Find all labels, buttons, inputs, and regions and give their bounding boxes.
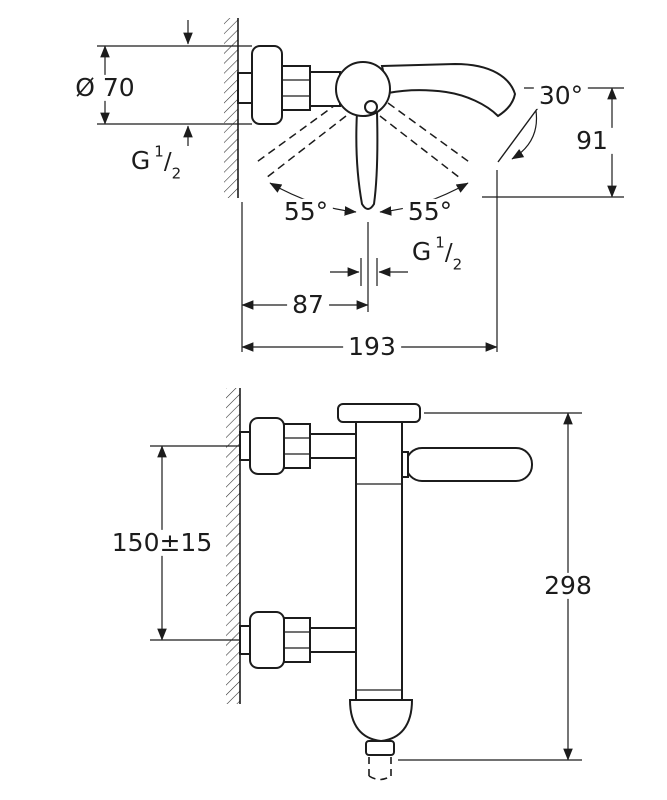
spout [380, 62, 517, 118]
swing-right-outer [387, 102, 473, 165]
swing-left-outer [253, 102, 339, 165]
upper-inlet-pipe [309, 433, 359, 459]
dim-wall-to-handle: 87 [287, 291, 329, 319]
top-cap [337, 403, 421, 423]
dim-spout-swing: 30° [533, 82, 589, 110]
upper-escutcheon [249, 417, 285, 475]
body-front [355, 419, 403, 701]
dim-total-projection: 193 [343, 333, 401, 361]
dim-diameter: Ø 70 [70, 74, 140, 102]
thread-wall-denominator: 2 [171, 164, 182, 183]
spout-tilt-arc [511, 110, 538, 160]
lower-union [239, 625, 251, 655]
hose-nipple [365, 740, 395, 756]
wall-hatching-top [224, 18, 238, 198]
thread-outlet-numerator: 1 [435, 233, 445, 252]
connection-nut [281, 65, 311, 111]
thread-outlet-separator: / [444, 239, 453, 266]
dim-connection-spacing: 150±15 [106, 529, 218, 557]
thread-wall-separator: / [163, 148, 172, 175]
dim-overall-height: 298 [539, 572, 597, 600]
cartridge-detail [364, 100, 378, 114]
faucet-front-view [239, 403, 533, 781]
lower-inlet-pipe [309, 627, 359, 653]
swing-right-inner [379, 115, 461, 179]
swing-left-inner [265, 115, 347, 179]
thread-outlet-denominator: 2 [452, 255, 463, 274]
wall-hatching-front [226, 388, 240, 704]
wall-union [237, 72, 253, 104]
spout-swing-indicator [497, 100, 544, 163]
mixer-body [335, 61, 391, 117]
lower-nut [283, 617, 311, 663]
escutcheon [251, 45, 283, 125]
thread-outlet-prefix: G [411, 236, 432, 266]
dim-swing-left: 55° [278, 198, 334, 226]
dim-swing-right: 55° [402, 198, 458, 226]
upper-union [239, 431, 251, 461]
hose-dashed-outline [368, 757, 392, 781]
dim-spout-height: 91 [571, 127, 613, 155]
faucet-top-view [237, 45, 517, 210]
lever-handle [355, 111, 379, 210]
lower-escutcheon [249, 611, 285, 669]
top-view [97, 18, 624, 352]
thread-wall-prefix: G [130, 145, 151, 175]
thread-wall-numerator: 1 [154, 142, 164, 161]
outlet-cone [348, 699, 414, 743]
upper-nut [283, 423, 311, 469]
handle-front [405, 447, 533, 482]
front-view [150, 388, 582, 781]
